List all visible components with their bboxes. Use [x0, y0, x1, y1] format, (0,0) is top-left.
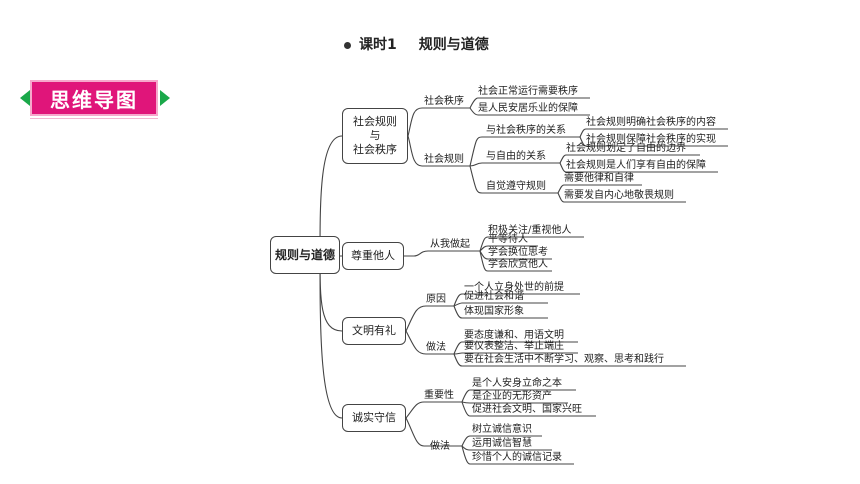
- b1-t2-leaf1: 社会规则划定了自由的边界: [566, 143, 686, 154]
- b3-s1-label: 原因: [426, 294, 446, 305]
- b1-t3-leaf1: 需要他律和自律: [564, 173, 634, 184]
- b3-s1-leaf3: 体现国家形象: [464, 306, 524, 317]
- bullet-dot-icon: [344, 41, 351, 49]
- b4-s2-leaf3: 珍惜个人的诚信记录: [472, 452, 562, 463]
- left-arrow-icon: [20, 90, 30, 106]
- lesson-header: 课时1 规则与道德: [344, 34, 489, 54]
- b3-s2-leaf2-line: [453, 352, 578, 355]
- b3-s2-leaf3-line: [453, 353, 686, 367]
- b2-s1-label: 从我做起: [430, 239, 470, 250]
- b3-s2-leaf2: 要仪表整洁、举止端庄: [464, 341, 564, 352]
- b2-leaf3-line: [479, 250, 552, 260]
- b4-s1-leaf2: 是企业的无形资产: [472, 391, 552, 402]
- b4-s1-leaf3: 促进社会文明、国家兴旺: [472, 404, 582, 415]
- b2-leaf2-line: [479, 245, 538, 252]
- b3-s2-line: [405, 330, 454, 355]
- b4-s2-leaf1: 树立诚信意识: [472, 424, 532, 435]
- b1-s2-label: 社会规则: [424, 154, 464, 165]
- b1-t3-line: [469, 165, 558, 194]
- badge-label: 思维导图: [30, 80, 158, 116]
- b1-t2-line: [469, 162, 560, 167]
- b2-leaf1: 积极关注/重视他人: [488, 225, 572, 236]
- b4-s1-label: 重要性: [424, 390, 454, 401]
- b1-t1-leaf1: 社会规则明确社会秩序的内容: [586, 117, 716, 128]
- b3-s2-leaf1: 要态度谦和、用语文明: [464, 330, 564, 341]
- b1-s1-line: [407, 107, 470, 137]
- b3-s1-leaf3-line: [453, 305, 548, 319]
- b2-s1-line: [404, 250, 480, 257]
- b1-s2-line: [407, 135, 470, 167]
- b3-s1-leaf2-line: [453, 302, 548, 307]
- b3-s2-leaf3: 要在社会生活中不断学习、观察、思考和践行: [464, 354, 664, 365]
- b1-t3-leaf2-line: [557, 192, 686, 203]
- b4-s2-leaf2: 运用诚信智慧: [472, 438, 532, 449]
- b2-leaf3: 学会换位思考: [488, 247, 548, 258]
- badge-underline: [30, 118, 158, 119]
- b2-leaf2: 平等待人: [488, 234, 528, 245]
- b1-t2-leaf2-line: [559, 162, 718, 173]
- b2-leaf4-line: [479, 250, 552, 272]
- b1-t1-leaf1-line: [579, 128, 728, 138]
- b1-s1-leaf2: 是人民安居乐业的保障: [478, 103, 578, 114]
- branch-civility: 文明有礼: [342, 317, 406, 345]
- b2-leaf4: 学会欣赏他人: [488, 259, 548, 270]
- b1-t3-leaf2: 需要发自内心地敬畏规则: [564, 190, 674, 201]
- right-arrow-icon: [160, 90, 170, 106]
- b1-t3-leaf1-line: [557, 184, 642, 194]
- b1-s1-leaf1: 社会正常运行需要秩序: [478, 86, 578, 97]
- b1-t1-leaf2-line: [579, 136, 728, 147]
- b3-s2-leaf1-line: [453, 341, 578, 355]
- b1-t2-leaf2: 社会规则是人们享有自由的保障: [566, 160, 706, 171]
- b1-t1-leaf2: 社会规则保障社会秩序的实现: [586, 134, 716, 145]
- b1-t1-line: [469, 136, 580, 167]
- b4-s2-leaf2-line: [461, 445, 552, 451]
- b4-s1-leaf2-line: [461, 401, 568, 404]
- b1-s1-leaf1-line: [469, 97, 590, 109]
- lesson-number: 课时1: [359, 37, 397, 53]
- b4-s2-line: [405, 417, 462, 447]
- b4-s2-leaf3-line: [461, 445, 574, 465]
- branch-social-rules: 社会规则 与 社会秩序: [342, 108, 408, 164]
- b1-t2-label: 与自由的关系: [486, 151, 546, 162]
- b3-s1-line: [405, 305, 454, 332]
- b2-leaf1-line: [479, 236, 584, 252]
- b1-t1-label: 与社会秩序的关系: [486, 125, 566, 136]
- b4-s1-line: [405, 401, 462, 419]
- b1-s1-leaf2-line: [469, 107, 590, 116]
- b1-t3-label: 自觉遵守规则: [486, 181, 546, 192]
- b3-s1-leaf1: 一个人立身处世的前提: [464, 282, 564, 293]
- mindmap-badge: 思维导图: [20, 80, 170, 119]
- b3-s1-leaf2: 促进社会和谐: [464, 291, 524, 302]
- b3-s2-label: 做法: [426, 342, 446, 353]
- b4-s2-leaf1-line: [461, 435, 542, 447]
- b4-s1-leaf3-line: [461, 401, 596, 417]
- b4-s2-label: 做法: [430, 441, 450, 452]
- b3-s1-leaf1-line: [453, 293, 580, 307]
- b4-s1-leaf1-line: [461, 389, 576, 403]
- b4-s1-leaf1: 是个人安身立命之本: [472, 378, 562, 389]
- branch-respect-others: 尊重他人: [342, 242, 404, 270]
- root-node: 规则与道德: [270, 236, 340, 274]
- branch-honesty: 诚实守信: [342, 404, 406, 432]
- lesson-title: 规则与道德: [418, 37, 489, 53]
- root-to-b4-line: [319, 255, 343, 419]
- b1-t2-leaf1-line: [559, 154, 700, 164]
- b1-s1-label: 社会秩序: [424, 96, 464, 107]
